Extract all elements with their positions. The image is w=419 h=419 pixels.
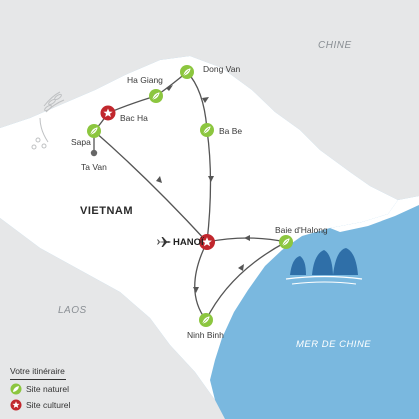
- leaf-icon: [10, 383, 22, 395]
- capital-label-hanoi[interactable]: HANOÏ: [173, 237, 204, 248]
- sea-label: MER DE CHINE: [296, 339, 372, 350]
- legend: Votre itinéraire Site naturel Site cultu…: [10, 367, 70, 412]
- star-icon: [202, 237, 212, 247]
- place-label-ninh-binh[interactable]: Ninh Binh: [187, 330, 224, 340]
- country-label-vietnam: VIETNAM: [80, 205, 133, 217]
- arrow-icon: [166, 85, 173, 91]
- country-label-chine: CHINE: [318, 40, 352, 51]
- legend-label-natural: Site naturel: [26, 384, 69, 394]
- place-label-sapa[interactable]: Sapa: [71, 137, 91, 147]
- place-label-dong-van[interactable]: Dong Van: [203, 64, 241, 74]
- cultural-marker-hanoi[interactable]: [199, 234, 215, 250]
- place-label-baie-halong[interactable]: Baie d'Halong: [275, 225, 328, 235]
- leaf-icon: [201, 315, 211, 325]
- cultural-marker-bac-ha[interactable]: [100, 105, 116, 121]
- plane-icon: [157, 237, 171, 247]
- legend-row-cultural: Site culturel: [10, 399, 70, 412]
- legend-row-natural: Site naturel: [10, 383, 70, 396]
- leaf-icon: [151, 91, 161, 101]
- natural-marker-ba-be[interactable]: [200, 123, 214, 137]
- leaf-icon: [202, 125, 212, 135]
- leaf-icon: [182, 67, 192, 77]
- arrow-icon: [193, 287, 199, 293]
- legend-label-cultural: Site culturel: [26, 400, 71, 410]
- leaf-icon: [89, 126, 99, 136]
- natural-marker-ha-giang[interactable]: [149, 89, 163, 103]
- natural-marker-halong[interactable]: [279, 235, 293, 249]
- place-label-bac-ha[interactable]: Bac Ha: [120, 113, 148, 123]
- route-hanoi-sapa: [93, 130, 208, 243]
- natural-marker-ninh-binh[interactable]: [199, 313, 213, 327]
- star-icon: [103, 108, 113, 117]
- place-label-ba-be[interactable]: Ba Be: [219, 126, 243, 136]
- route-ninhbinh-halong: [205, 241, 287, 321]
- place-label-ta-van[interactable]: Ta Van: [81, 162, 107, 172]
- natural-marker-sapa[interactable]: [87, 124, 101, 138]
- rice-icon: [31, 91, 65, 150]
- ta-van-dot: [90, 149, 98, 157]
- route-arrows: [156, 85, 250, 293]
- coast-detail: [330, 196, 419, 232]
- legend-title: Votre itinéraire: [10, 367, 66, 380]
- arrow-icon: [156, 176, 162, 183]
- country-label-laos: LAOS: [58, 305, 87, 316]
- route-babe-hanoi: [206, 129, 212, 243]
- arrow-icon: [208, 176, 214, 182]
- halong-rocks-icon: [285, 248, 363, 285]
- arrow-icon: [244, 235, 250, 241]
- leaf-icon: [281, 237, 291, 247]
- vietnam-land: [0, 56, 398, 400]
- arrow-icon: [238, 264, 244, 271]
- arrow-icon: [202, 97, 209, 103]
- route-hanoi-ninhbinh: [194, 241, 208, 321]
- natural-marker-dong-van[interactable]: [180, 65, 194, 79]
- star-icon: [10, 399, 22, 411]
- place-label-ha-giang[interactable]: Ha Giang: [127, 75, 163, 85]
